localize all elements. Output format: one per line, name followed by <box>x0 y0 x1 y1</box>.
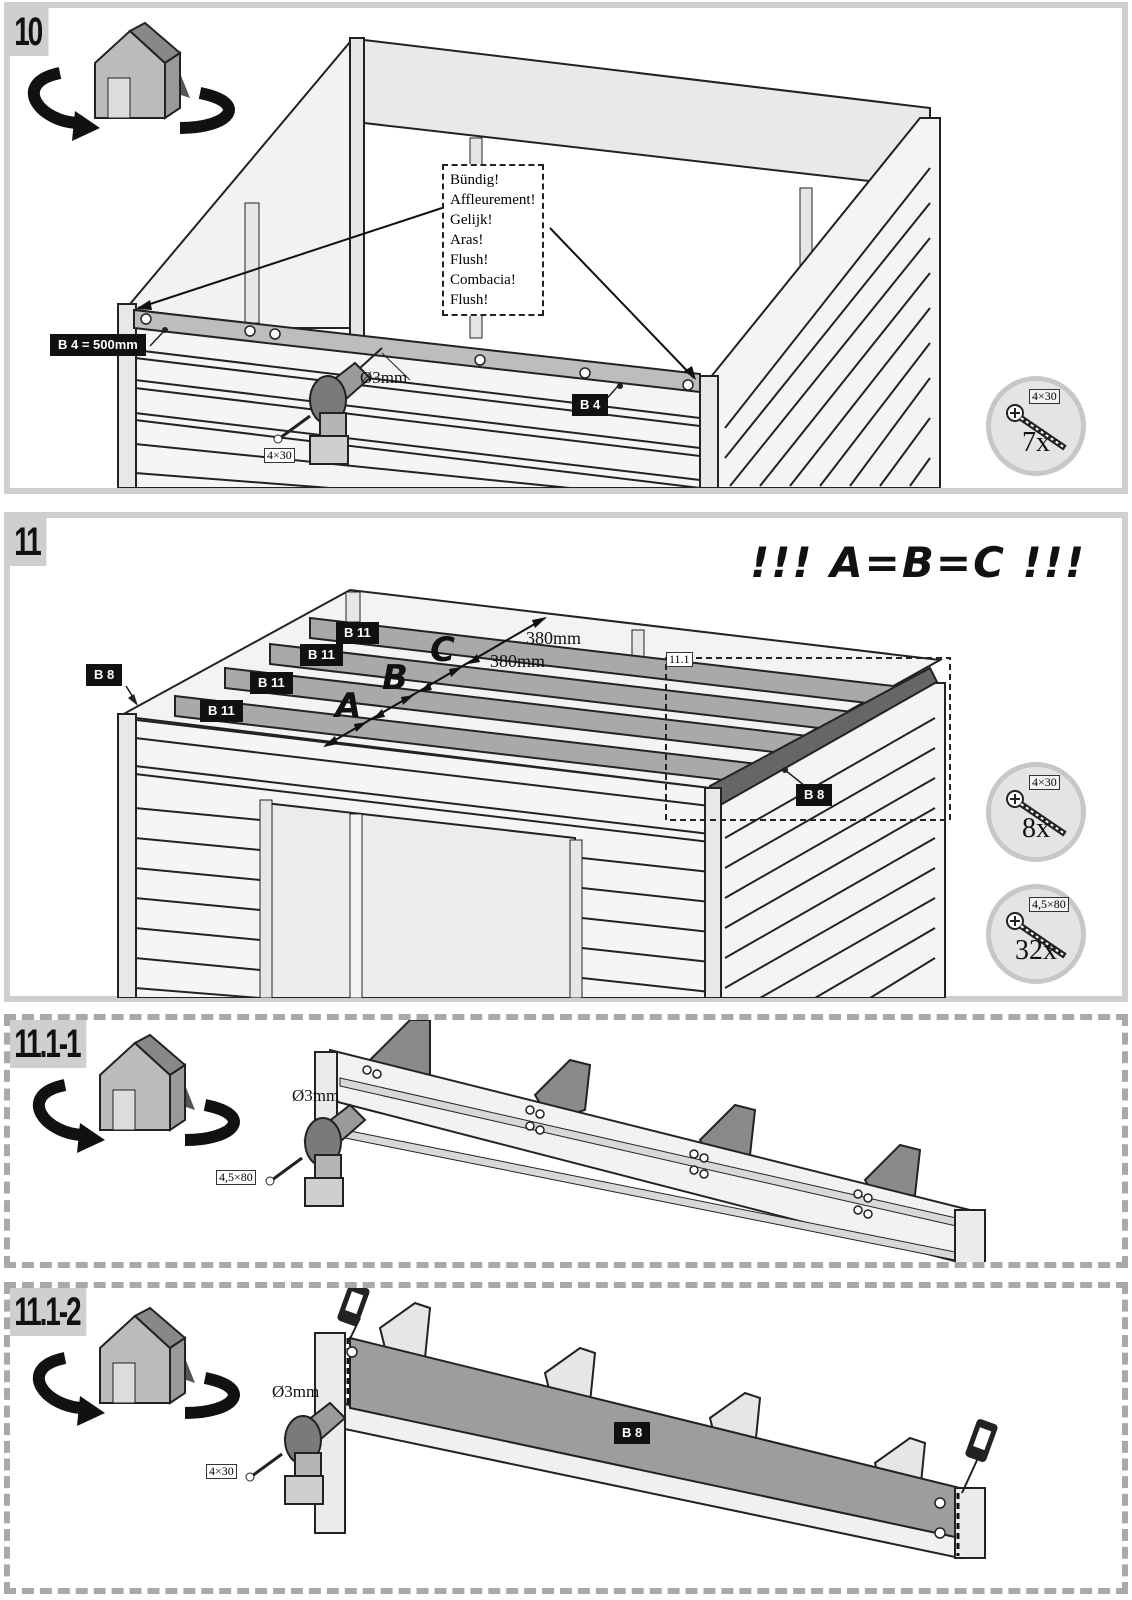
callout-line: Gelijk! <box>450 212 493 228</box>
callout-line: Affleurement! <box>450 192 536 208</box>
screw-size-label: 4×30 <box>264 448 295 463</box>
flush-callout: Bündig! Affleurement! Gelijk! Aras! Flus… <box>442 164 544 316</box>
step-10-illustration <box>28 21 941 488</box>
step-11-illustration <box>116 588 951 998</box>
badge-screw-count: 32x <box>1015 935 1057 966</box>
badge-screw-count: 8x <box>1022 813 1050 844</box>
dimension-label: 380mm <box>526 628 582 648</box>
screw-count-badge: 4,5×80 32x <box>986 884 1086 984</box>
part-tag-b4: B 4 <box>572 394 609 416</box>
screw-icon <box>1006 912 1067 959</box>
step-11-1-1-panel: 11.1-1 <box>4 1014 1128 1268</box>
spacing-letter-a: A <box>335 686 362 726</box>
part-tag-b4-length: B 4 = 500mm <box>50 334 146 356</box>
callout-line: Bündig! <box>450 172 500 188</box>
screw-icon <box>1006 790 1067 837</box>
screw-icon <box>1006 404 1067 451</box>
callout-line: Flush! <box>450 292 489 308</box>
badge-screw-size: 4,5×80 <box>1029 897 1069 912</box>
drill-icon <box>283 1401 347 1505</box>
drill-size-label: Ø3mm <box>360 368 408 387</box>
drill-icon <box>303 1103 367 1207</box>
dimension-label: 380mm <box>490 651 546 671</box>
drill-icon <box>308 347 383 465</box>
screw-size-label: 4×30 <box>206 1464 237 1479</box>
part-tag-b11: B 11 <box>300 644 343 666</box>
step-number: 10 <box>10 8 49 56</box>
rotate-view-icon <box>28 21 235 141</box>
screw-count-badge: 4×30 7x <box>986 376 1086 476</box>
rotate-view-icon <box>33 1306 240 1426</box>
part-tag-b11: B 11 <box>336 622 379 644</box>
callout-line: Aras! <box>450 232 484 248</box>
part-tag-b8: B 8 <box>796 784 833 806</box>
step-11-panel: 11 !!! A=B=C !!! <box>4 512 1128 1002</box>
clamp-icon <box>337 1288 370 1326</box>
rotate-view-icon <box>33 1033 240 1153</box>
part-tag-b8: B 8 <box>614 1422 651 1444</box>
part-tag-b8: B 8 <box>86 664 123 686</box>
badge-screw-size: 4×30 <box>1029 389 1060 404</box>
step-11-1-1-illustration <box>33 1020 986 1262</box>
step-10-panel: 10 <box>4 2 1128 494</box>
screw-count-badge: 4×30 8x <box>986 762 1086 862</box>
callout-line: Combacia! <box>450 272 516 288</box>
detail-reference: 11.1 <box>666 652 693 667</box>
equal-spacing-note: !!! A=B=C !!! <box>750 538 1086 587</box>
screw-icon <box>265 1156 303 1186</box>
callout-line: Flush! <box>450 252 489 268</box>
badge-screw-count: 7x <box>1022 427 1050 458</box>
screw-icon <box>245 1452 283 1482</box>
screw-size-label: 4,5×80 <box>216 1170 256 1185</box>
drill-size-label: Ø3mm <box>272 1382 320 1401</box>
part-tag-b11: B 11 <box>200 700 243 722</box>
spacing-letter-c: C <box>430 630 455 670</box>
step-11-1-2-illustration <box>33 1288 998 1560</box>
step-11-1-2-panel: 11.1-2 <box>4 1282 1128 1594</box>
drill-size-label: Ø3mm <box>292 1086 340 1105</box>
step-number: 11 <box>10 518 47 566</box>
step-number: 11.1-2 <box>10 1288 87 1336</box>
clamp-icon <box>965 1419 998 1462</box>
badge-screw-size: 4×30 <box>1029 775 1060 790</box>
part-tag-b11: B 11 <box>250 672 293 694</box>
spacing-letter-b: B <box>382 658 408 698</box>
step-number: 11.1-1 <box>10 1020 87 1068</box>
screw-icon <box>273 414 311 444</box>
